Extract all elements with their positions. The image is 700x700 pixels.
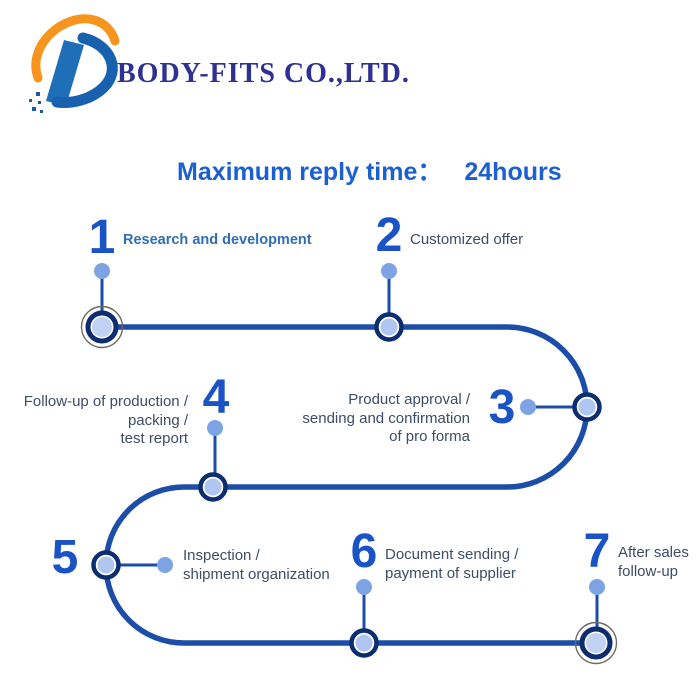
step-number-7: 7 — [583, 525, 611, 578]
step-label-6: Document sending / payment of supplier — [385, 546, 519, 582]
node-5 — [91, 550, 121, 580]
logo-b-icon — [29, 14, 120, 113]
reply-time-heading: Maximum reply time： 24hours — [177, 152, 562, 188]
connector-dot-4 — [207, 420, 223, 436]
step-number-1: 1 — [88, 211, 116, 264]
step-number-5: 5 — [51, 531, 79, 584]
step-label-2: Customized offer — [410, 231, 524, 248]
reply-time-label: Maximum reply time： — [177, 158, 443, 186]
node-4 — [198, 472, 228, 502]
step-label-1: Research and development — [123, 232, 312, 248]
step-label-4: Follow-up of production / packing / test… — [23, 393, 188, 447]
logo-dots — [29, 92, 43, 113]
company-name: BODY-FITS CO.,LTD. — [117, 58, 410, 89]
connector-dot-3 — [520, 399, 536, 415]
step-label-5: Inspection / shipment organization — [183, 547, 330, 583]
connector-stems — [100, 271, 599, 643]
connector-dot-6 — [356, 579, 372, 595]
logo-blue-bowl — [51, 32, 118, 108]
step-label-7: After sales follow-up — [618, 544, 689, 580]
step-number-2: 2 — [375, 209, 403, 262]
node-2 — [374, 312, 404, 342]
reply-time-value: 24hours — [464, 158, 562, 186]
connector-dot-2 — [381, 263, 397, 279]
node-7 — [574, 621, 618, 665]
connector-dot-1 — [94, 263, 110, 279]
step-number-3: 3 — [488, 381, 516, 434]
step-label-3: Product approval / sending and confirmat… — [302, 391, 470, 445]
node-1 — [80, 305, 124, 349]
connector-dot-5 — [157, 557, 173, 573]
logo-blue-bar — [46, 40, 84, 106]
connector-dot-7 — [589, 579, 605, 595]
logo-orange-swoosh — [31, 14, 120, 83]
process-path — [99, 324, 599, 646]
step-number-4: 4 — [202, 371, 230, 424]
step-number-6: 6 — [350, 525, 378, 578]
node-6 — [349, 628, 379, 658]
node-3 — [572, 392, 602, 422]
